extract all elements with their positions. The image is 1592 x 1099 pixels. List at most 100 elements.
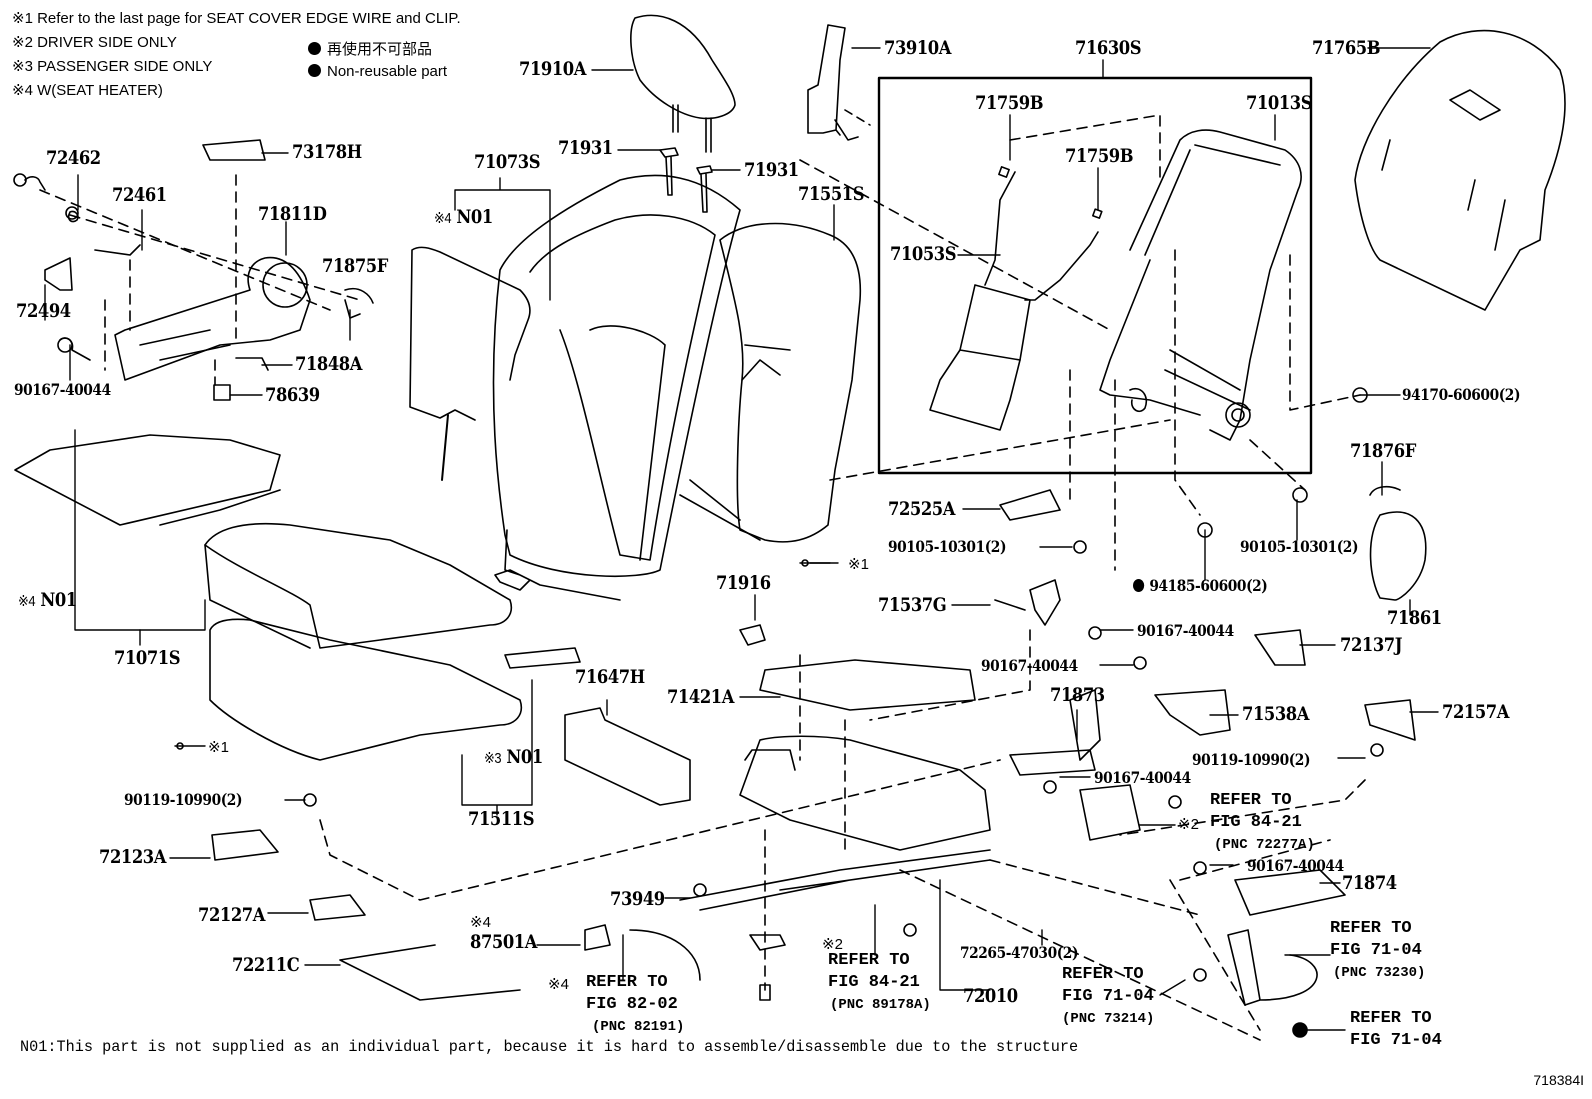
part-71647H[interactable]: 71647H bbox=[575, 666, 645, 688]
part-72157A[interactable]: 72157A bbox=[1442, 701, 1509, 723]
part-71916[interactable]: 71916 bbox=[716, 572, 771, 594]
part-72127A[interactable]: 72127A bbox=[198, 904, 265, 926]
part-71811D[interactable]: 71811D bbox=[258, 203, 327, 225]
part-72123A[interactable]: 72123A bbox=[99, 846, 166, 868]
leader-lines bbox=[44, 47, 1439, 1031]
part-71931[interactable]: 71931 bbox=[744, 159, 799, 181]
part-71910A[interactable]: 71910A bbox=[519, 58, 586, 80]
seatback-pad-drawing bbox=[679, 222, 862, 543]
headrest-drawing bbox=[630, 14, 736, 153]
fastener-icons bbox=[13, 173, 1384, 1038]
cover-72277A-drawing bbox=[1079, 784, 1141, 841]
part-71551S[interactable]: 71551S bbox=[798, 183, 865, 205]
n01-label: N01 bbox=[506, 746, 543, 768]
part-71421A[interactable]: 71421A bbox=[667, 686, 734, 708]
seat-track-drawing bbox=[679, 659, 991, 911]
note-ref-2: ※2 bbox=[1178, 816, 1199, 833]
note-2: ※2 DRIVER SIDE ONLY bbox=[12, 33, 177, 51]
part-71537G[interactable]: 71537G bbox=[878, 594, 947, 616]
part-71874[interactable]: 71874 bbox=[1342, 872, 1397, 894]
part-94185-60600[interactable]: 94185-60600(2) bbox=[1133, 576, 1268, 595]
part-90105-10301[interactable]: 90105-10301(2) bbox=[888, 537, 1007, 556]
part-87501A[interactable]: 87501A bbox=[470, 931, 537, 953]
note-ref-2: ※2 bbox=[822, 936, 843, 953]
part-71071S[interactable]: 71071S bbox=[114, 647, 181, 669]
note-text: W(SEAT HEATER) bbox=[37, 82, 163, 99]
heater-sensor-drawing bbox=[504, 647, 581, 669]
part-71759B[interactable]: 71759B bbox=[975, 92, 1044, 114]
part-90119-10990[interactable]: 90119-10990(2) bbox=[124, 790, 243, 809]
trim-73910A-drawing bbox=[807, 24, 859, 141]
part-72137J[interactable]: 72137J bbox=[1340, 634, 1403, 656]
part-71630S[interactable]: 71630S bbox=[1075, 37, 1142, 59]
legend-jp-text: 再使用不可部品 bbox=[327, 41, 433, 58]
refer-pnc: (PNC 89178A) bbox=[830, 997, 931, 1013]
note-ref-3: ※3 bbox=[484, 750, 502, 767]
part-71538A[interactable]: 71538A bbox=[1242, 703, 1309, 725]
part-71013S[interactable]: 71013S bbox=[1246, 92, 1313, 114]
figure-id: 718384I bbox=[1533, 1072, 1584, 1088]
part-73949[interactable]: 73949 bbox=[610, 888, 665, 910]
part-N01-passenger[interactable]: ※3 N01 bbox=[484, 746, 543, 768]
part-71931[interactable]: 71931 bbox=[558, 137, 613, 159]
part-71848A[interactable]: 71848A bbox=[295, 353, 362, 375]
legend-en-text: Non-reusable part bbox=[327, 63, 448, 80]
note-mark: ※2 bbox=[12, 34, 33, 51]
part-78639[interactable]: 78639 bbox=[265, 384, 320, 406]
part-N01-heater-cushion[interactable]: ※4 N01 bbox=[18, 589, 77, 611]
part-72462[interactable]: 72462 bbox=[46, 147, 101, 169]
part-number-text: 94185-60600(2) bbox=[1149, 576, 1268, 595]
part-71511S[interactable]: 71511S bbox=[468, 808, 535, 830]
heater-mat-back-drawing bbox=[409, 246, 531, 421]
seatbelt-buckle-drawing bbox=[1227, 929, 1318, 1006]
note-mark: ※1 bbox=[12, 10, 33, 27]
n01-label: N01 bbox=[456, 206, 493, 228]
part-72461[interactable]: 72461 bbox=[112, 184, 167, 206]
part-72494[interactable]: 72494 bbox=[16, 300, 71, 322]
part-71873[interactable]: 71873 bbox=[1050, 684, 1105, 706]
seatback-frame-drawing bbox=[1099, 129, 1302, 441]
part-71073S[interactable]: 71073S bbox=[474, 151, 541, 173]
refer-text: REFER TO bbox=[1062, 965, 1144, 984]
back-board-drawing bbox=[1354, 29, 1566, 311]
part-71861[interactable]: 71861 bbox=[1387, 607, 1442, 629]
part-90167-40044[interactable]: 90167-40044 bbox=[1137, 621, 1234, 640]
refer-text: REFER TO bbox=[1330, 919, 1412, 938]
part-73910A[interactable]: 73910A bbox=[884, 37, 951, 59]
part-90167-40044[interactable]: 90167-40044 bbox=[981, 656, 1078, 675]
frame-assembly-box bbox=[877, 76, 1313, 475]
note-mark: ※4 bbox=[12, 82, 33, 99]
part-90167-40044[interactable]: 90167-40044 bbox=[1094, 768, 1191, 787]
part-90167-40044[interactable]: 90167-40044 bbox=[1247, 856, 1344, 875]
part-N01-heater-back[interactable]: ※4 N01 bbox=[434, 206, 493, 228]
note-ref-1: ※1 bbox=[848, 556, 869, 573]
refer-fig: FIG 84-21 bbox=[1210, 813, 1302, 832]
note-ref-1: ※1 bbox=[208, 739, 229, 756]
lumbar-drawing bbox=[929, 166, 1103, 431]
note-3: ※3 PASSENGER SIDE ONLY bbox=[12, 57, 212, 75]
part-71875F[interactable]: 71875F bbox=[322, 255, 388, 277]
part-72010[interactable]: 72010 bbox=[963, 985, 1018, 1007]
refer-pnc: (PNC 82191) bbox=[592, 1019, 685, 1035]
n01-label: N01 bbox=[40, 589, 77, 611]
note-ref-4: ※4 bbox=[470, 914, 491, 931]
part-90119-10990[interactable]: 90119-10990(2) bbox=[1192, 750, 1311, 769]
part-73178H[interactable]: 73178H bbox=[292, 141, 362, 163]
part-71759B[interactable]: 71759B bbox=[1065, 145, 1134, 167]
refer-fig: FIG 71-04 bbox=[1350, 1031, 1442, 1050]
part-90105-10301[interactable]: 90105-10301(2) bbox=[1240, 537, 1359, 556]
part-90167-40044[interactable]: 90167-40044 bbox=[14, 380, 111, 399]
seat-cushion-drawing bbox=[14, 434, 522, 761]
part-71876F[interactable]: 71876F bbox=[1350, 440, 1416, 462]
note-text: DRIVER SIDE ONLY bbox=[37, 34, 177, 51]
part-71765B[interactable]: 71765B bbox=[1312, 37, 1381, 59]
note-4: ※4 W(SEAT HEATER) bbox=[12, 81, 163, 99]
part-72525A[interactable]: 72525A bbox=[888, 498, 955, 520]
part-94170-60600[interactable]: 94170-60600(2) bbox=[1402, 385, 1521, 404]
side-shield-drawing bbox=[114, 256, 311, 381]
cover-73178H-drawing bbox=[202, 139, 266, 161]
cover-71647H-drawing bbox=[564, 707, 691, 806]
part-72211C[interactable]: 72211C bbox=[232, 954, 300, 976]
part-72265-47030[interactable]: 72265-47030(2) bbox=[960, 943, 1079, 962]
part-71053S[interactable]: 71053S bbox=[890, 243, 957, 265]
